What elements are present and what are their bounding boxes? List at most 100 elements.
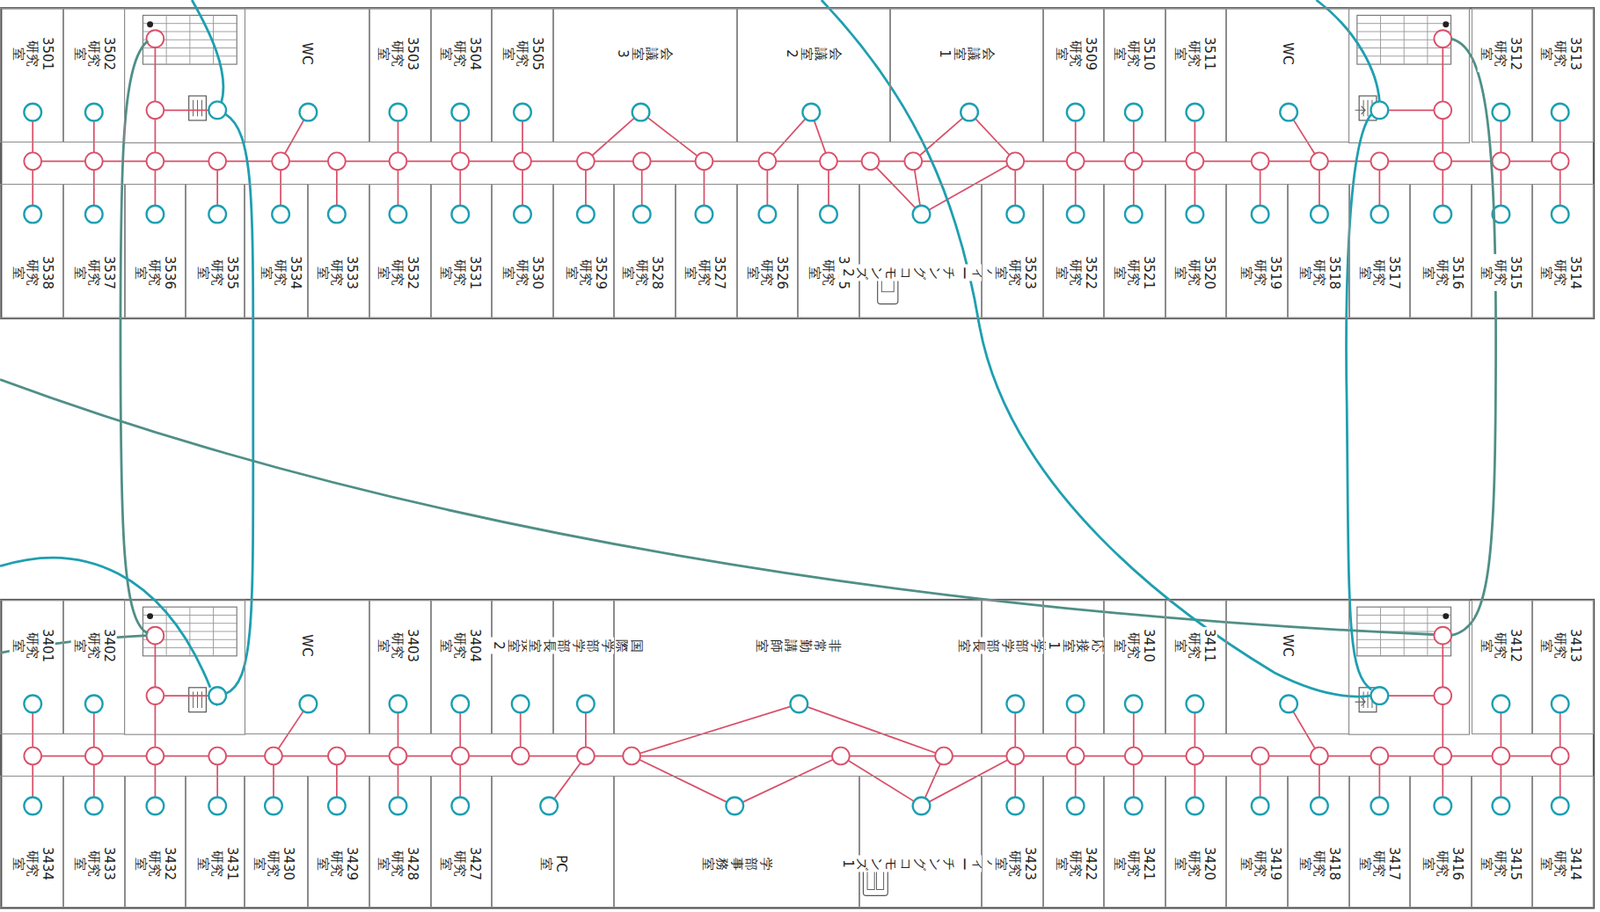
floor-link — [0, 379, 1434, 636]
floor-link — [120, 40, 148, 634]
room-label: 3519 研究室 — [1237, 253, 1284, 291]
room-node — [632, 103, 651, 122]
corridor-node — [1492, 152, 1511, 170]
room-node — [1310, 797, 1329, 816]
room-label: 3505 研究室 — [499, 35, 546, 73]
corridor-node — [389, 747, 408, 766]
room-label: 応接室1 — [1045, 637, 1106, 655]
room-node — [1251, 797, 1270, 816]
corridor-node — [1066, 747, 1085, 766]
room-box: 3520 研究室 — [1165, 183, 1228, 319]
route-line — [32, 755, 1560, 758]
room-label: 3427 研究室 — [437, 845, 483, 883]
room-box: 経営学部 学部長室 — [981, 599, 1044, 735]
room-node — [451, 205, 469, 224]
room-box: 3513 研究室 — [1532, 7, 1594, 143]
stair-symbol — [1357, 14, 1452, 65]
room-box: WC — [244, 7, 370, 143]
room-box: 3535 研究室 — [185, 183, 245, 319]
corridor-node — [577, 152, 595, 170]
corridor-node — [935, 747, 953, 766]
room-node — [1125, 797, 1143, 816]
route-line — [1441, 38, 1444, 110]
corridor-node — [832, 747, 850, 766]
room-label: 3528 研究室 — [619, 253, 665, 291]
room-label: 3430 研究室 — [250, 845, 297, 883]
corridor-node — [1551, 152, 1570, 170]
corridor-node — [511, 747, 530, 766]
room-label: 3404 研究室 — [437, 627, 483, 665]
room-label: 3415 研究室 — [1478, 845, 1525, 883]
stair-node — [1433, 29, 1452, 48]
room-label: 3515 研究室 — [1478, 253, 1525, 291]
corridor-node — [85, 152, 103, 170]
room-label: 3527 研究室 — [681, 253, 728, 291]
elevator-symbol — [197, 691, 198, 709]
room-box: WC — [1226, 599, 1349, 735]
room-label: 3429 研究室 — [314, 845, 360, 883]
room-label: 3514 研究室 — [1537, 253, 1584, 291]
room-node — [513, 205, 532, 224]
room-label: 3423 研究室 — [992, 845, 1038, 883]
room-node — [1279, 695, 1298, 714]
corridor-node — [85, 747, 103, 766]
stair-step — [1380, 14, 1381, 65]
stair-node — [146, 29, 165, 48]
room-node — [1492, 695, 1511, 714]
corridor-node — [862, 152, 880, 170]
room-label: WC — [1279, 41, 1297, 67]
corridor-node — [23, 747, 42, 766]
room-box: 3432 研究室 — [124, 775, 187, 909]
floor-link — [1315, 0, 1380, 103]
room-box: 3517 研究室 — [1349, 183, 1411, 319]
room-label: 会議室3 — [614, 45, 675, 63]
stair-room — [124, 599, 246, 735]
route-line — [641, 112, 705, 162]
floor-links — [0, 0, 1496, 697]
corridor-node — [328, 747, 346, 766]
room-box: 3526 研究室 — [737, 183, 799, 319]
room-label: 3412 研究室 — [1478, 627, 1525, 665]
room-node — [913, 205, 931, 224]
room-label: 3512 研究室 — [1478, 35, 1525, 73]
room-box: 3518 研究室 — [1287, 183, 1350, 319]
room-node — [1433, 205, 1452, 224]
room-box: 3414 研究室 — [1532, 775, 1594, 909]
room-node — [85, 205, 103, 224]
room-label: 会議室2 — [783, 45, 844, 63]
room-label: 3535 研究室 — [194, 253, 241, 291]
room-label: 3513 研究室 — [1537, 35, 1584, 73]
room-label: 3521 研究室 — [1110, 253, 1157, 291]
room-box: 会議室1 — [890, 7, 1044, 143]
room-node — [1186, 695, 1205, 714]
room-box: 3434 研究室 — [0, 775, 64, 909]
room-box: 3430 研究室 — [244, 775, 308, 909]
room-box: 会議室2 — [737, 7, 891, 143]
room-label: 3529 研究室 — [562, 253, 609, 291]
room-label: 3402 研究室 — [71, 627, 117, 665]
room-box: 3429 研究室 — [307, 775, 370, 909]
room-node — [208, 797, 227, 816]
room-box: 3538 研究室 — [0, 183, 64, 319]
room-box: 3533 研究室 — [307, 183, 370, 319]
room-label: 3510 研究室 — [1110, 35, 1157, 73]
room-node — [577, 205, 595, 224]
corridor-node — [759, 152, 777, 170]
room-label: 3536 研究室 — [132, 253, 179, 291]
room-box: 3411 研究室 — [1165, 599, 1228, 735]
stair-step — [1403, 14, 1405, 65]
room-node — [23, 797, 42, 816]
room-node — [85, 695, 103, 714]
room-node — [271, 205, 290, 224]
room-node — [146, 205, 165, 224]
room-box: 3501 研究室 — [0, 7, 64, 143]
room-node — [1186, 205, 1205, 224]
room-node — [695, 205, 714, 224]
room-node — [451, 695, 469, 714]
room-label: 3432 研究室 — [132, 845, 179, 883]
elevator-symbol — [1367, 100, 1369, 117]
room-label: 3410 研究室 — [1110, 627, 1157, 665]
corridor-node — [904, 152, 922, 170]
corridor-node — [1370, 152, 1389, 170]
corridor-node — [389, 152, 408, 170]
